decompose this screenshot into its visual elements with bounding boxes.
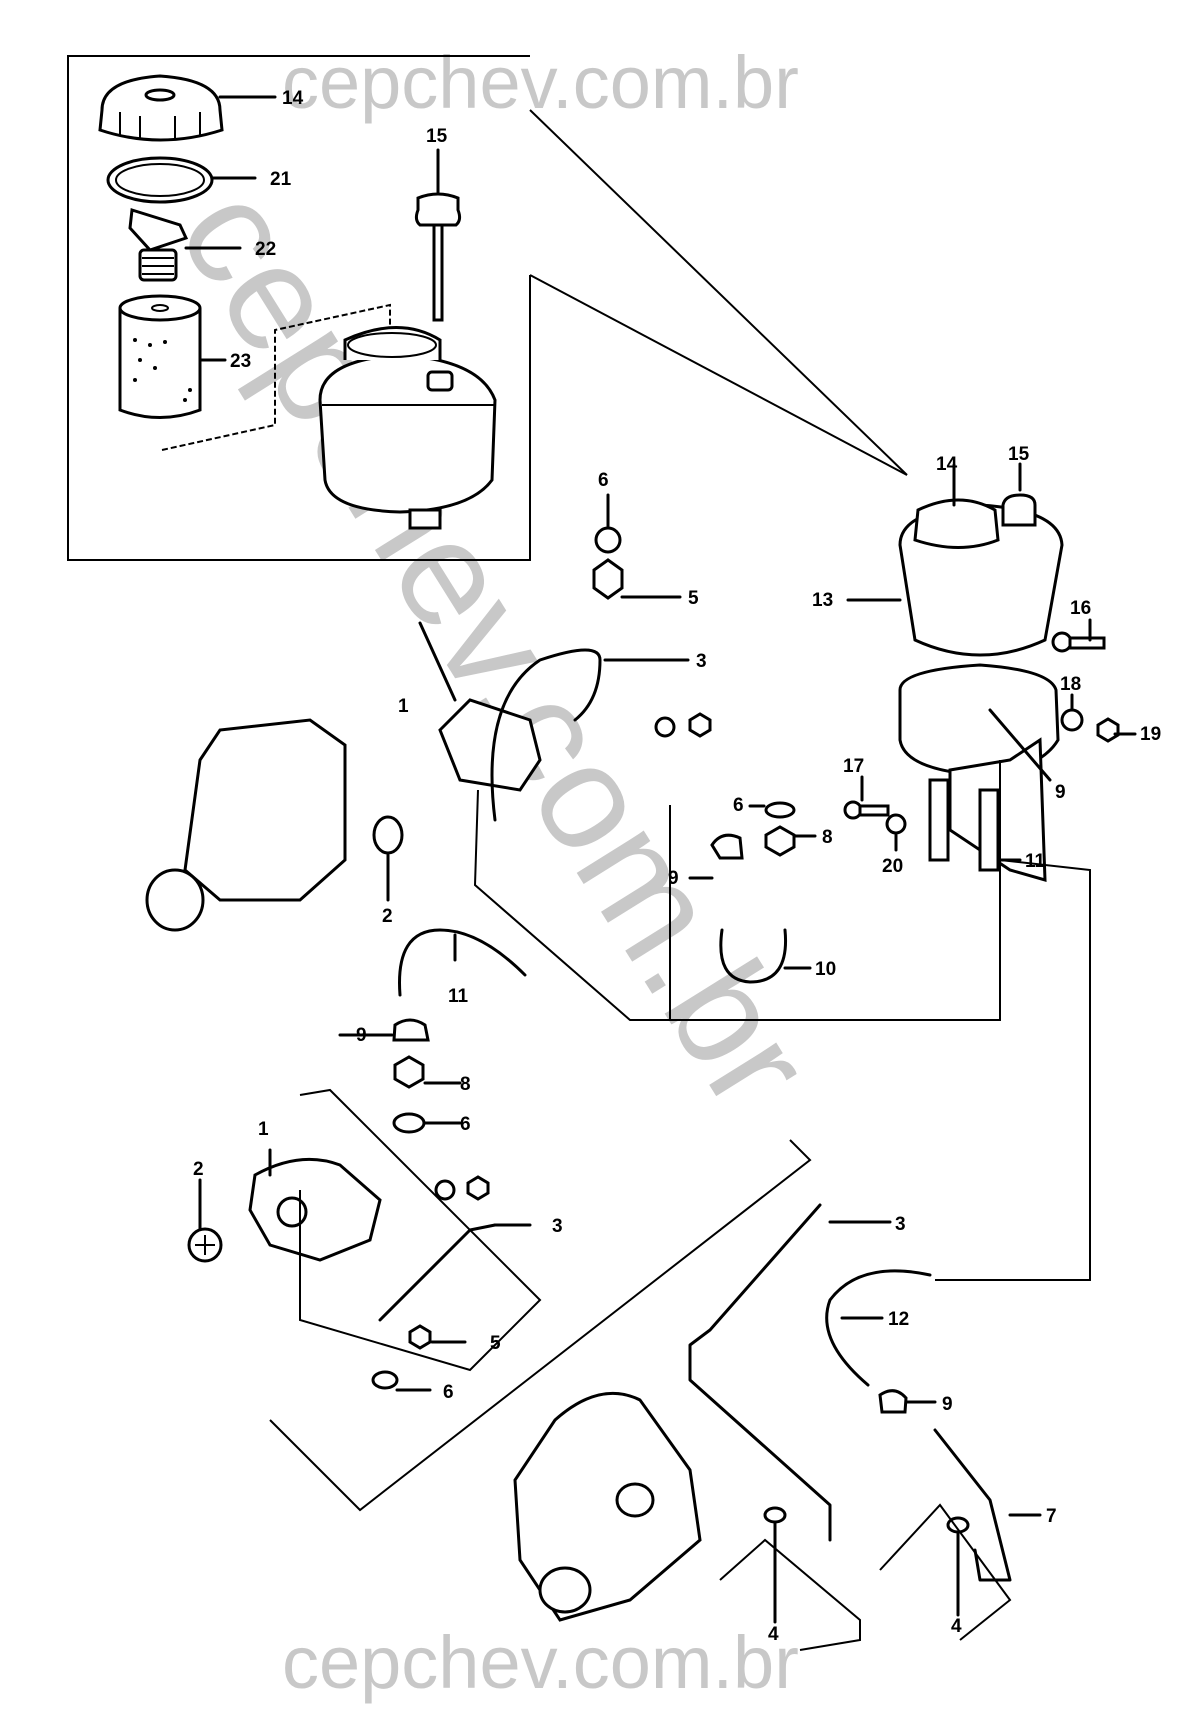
seal-washer-6-mid bbox=[764, 801, 796, 819]
lower-pump-assembly: 9 8 6 1 2 3 5 6 bbox=[187, 1018, 563, 1403]
pulley-cover-upper bbox=[372, 815, 404, 855]
bolt-16-part bbox=[1051, 631, 1106, 653]
inset-leader-upper bbox=[529, 109, 908, 476]
callout-11-mid: 11 bbox=[448, 986, 469, 1007]
callout-5-top: 5 bbox=[688, 588, 699, 609]
callout-8-mid: 8 bbox=[822, 827, 833, 848]
upper-pump-assembly: 6 5 3 1 6 8 9 10 2 11 bbox=[145, 470, 1001, 1021]
dipstick-installed bbox=[1001, 493, 1037, 527]
callout-2-top: 2 bbox=[382, 906, 393, 927]
seal-washer-6-top bbox=[594, 526, 622, 554]
reservoir-cap-installed bbox=[913, 498, 1000, 549]
callout-17: 17 bbox=[843, 756, 864, 777]
seal-washer-6-lower bbox=[392, 1112, 426, 1134]
seal-ring-part bbox=[106, 156, 257, 204]
hose-10 bbox=[719, 928, 788, 984]
pump-upper-part bbox=[438, 698, 542, 792]
return-hose-12 bbox=[825, 1269, 932, 1387]
callout-16: 16 bbox=[1070, 598, 1091, 619]
pump-lower-part bbox=[248, 1157, 382, 1262]
inset-reservoir-detail: 14 21 22 23 15 bbox=[67, 55, 908, 561]
reservoir-assembly: 14 15 13 16 18 19 9 17 20 11 bbox=[812, 444, 1161, 883]
watermark-top: cepchev.com.br bbox=[282, 41, 799, 124]
pressure-hose-upper bbox=[490, 648, 602, 822]
clamp-9-upper bbox=[710, 833, 744, 860]
callout-23: 23 bbox=[230, 351, 251, 372]
pressure-hose-lower bbox=[378, 1223, 497, 1322]
banjo-5-top bbox=[592, 558, 624, 600]
callout-7: 7 bbox=[1046, 1506, 1057, 1527]
watermark-diagonal: cepchev.com.br bbox=[148, 158, 846, 1135]
union-8-upper bbox=[764, 825, 796, 857]
watermark-bottom: cepchev.com.br bbox=[282, 1621, 799, 1704]
callout-19: 19 bbox=[1140, 724, 1161, 745]
callout-9-reservoir: 9 bbox=[1055, 782, 1066, 803]
callout-22: 22 bbox=[255, 239, 276, 260]
inset-reservoir-part bbox=[318, 326, 497, 530]
clamp-9-bottom bbox=[878, 1389, 908, 1414]
washer-20-part bbox=[885, 813, 907, 835]
engine-part bbox=[183, 718, 347, 902]
return-pipe-7 bbox=[933, 1428, 1012, 1582]
callout-14-inset: 14 bbox=[282, 88, 304, 109]
outlet-pipe-a bbox=[928, 778, 950, 862]
nut-19-part bbox=[1096, 717, 1120, 743]
callout-11-reservoir: 11 bbox=[1025, 851, 1046, 872]
filter-element-part bbox=[118, 294, 227, 419]
washer-4-left bbox=[763, 1506, 787, 1524]
suction-hose-11 bbox=[398, 928, 527, 997]
inset-dashed-guide bbox=[161, 303, 391, 451]
callout-3-lower: 3 bbox=[552, 1216, 563, 1237]
callout-6-top: 6 bbox=[598, 470, 609, 491]
seal-washer-6-bottom bbox=[371, 1370, 399, 1390]
washer-18-part bbox=[1060, 708, 1084, 732]
reservoir-base bbox=[898, 663, 1060, 777]
callout-6-lower: 6 bbox=[460, 1114, 471, 1135]
callout-3-bottom: 3 bbox=[895, 1214, 906, 1235]
callout-3-top: 3 bbox=[696, 651, 707, 672]
callout-15: 15 bbox=[1008, 444, 1030, 465]
clamp-9-lower bbox=[392, 1018, 430, 1042]
callout-8-lower: 8 bbox=[460, 1074, 471, 1095]
callout-2-lower: 2 bbox=[193, 1159, 204, 1180]
dipstick-part bbox=[414, 148, 462, 322]
callout-9-mid: 9 bbox=[668, 868, 679, 889]
callout-14: 14 bbox=[936, 454, 958, 475]
callout-6-mid: 6 bbox=[733, 795, 744, 816]
steering-gear-assembly: 3 12 9 7 4 4 bbox=[269, 859, 1091, 1651]
callout-4-right: 4 bbox=[951, 1616, 962, 1637]
callout-15-inset: 15 bbox=[426, 126, 448, 147]
reservoir-cap-part bbox=[98, 74, 277, 142]
callout-9-lower: 9 bbox=[356, 1025, 367, 1046]
callout-9-bottom: 9 bbox=[942, 1394, 953, 1415]
callout-4-left: 4 bbox=[768, 1624, 779, 1645]
callout-13: 13 bbox=[812, 590, 833, 611]
inset-leader-lower bbox=[529, 274, 908, 476]
union-8-lower bbox=[393, 1055, 425, 1089]
bolt-17-part bbox=[843, 800, 890, 820]
outlet-pipe-b bbox=[978, 788, 1000, 872]
steering-gear-part bbox=[513, 1391, 702, 1622]
callout-18: 18 bbox=[1060, 674, 1081, 695]
spring-retainer-part bbox=[128, 208, 242, 282]
banjo-5-lower bbox=[408, 1324, 432, 1350]
callout-10: 10 bbox=[815, 959, 836, 980]
callout-5-lower: 5 bbox=[490, 1333, 501, 1354]
callout-6-bottom: 6 bbox=[443, 1382, 454, 1403]
callout-20: 20 bbox=[882, 856, 903, 877]
callout-1-lower: 1 bbox=[258, 1119, 269, 1140]
callout-12: 12 bbox=[888, 1309, 909, 1330]
pressure-line-3 bbox=[688, 1203, 832, 1542]
inset-frame bbox=[67, 55, 531, 561]
callout-1-top: 1 bbox=[398, 696, 409, 717]
callout-21: 21 bbox=[270, 169, 292, 190]
